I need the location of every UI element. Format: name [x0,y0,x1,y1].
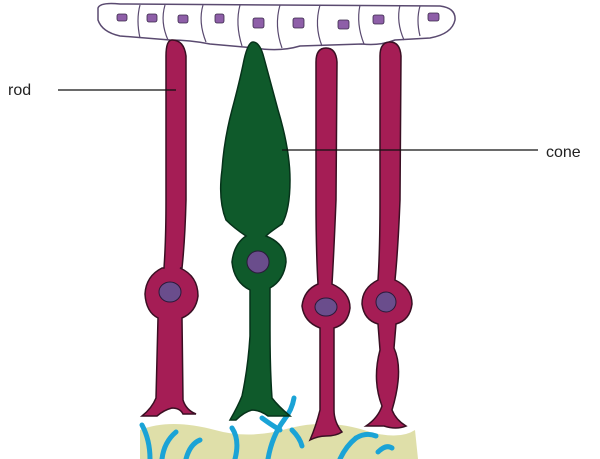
cone-cell [221,42,290,420]
rod-nucleus [315,298,337,316]
epithelium-nucleus [338,20,349,29]
cone-outer-segment [221,42,290,420]
rod-cell-1 [142,40,198,416]
pigment-epithelium [98,4,455,50]
rod-nucleus [376,292,396,312]
rod-outer-segment [302,48,350,440]
epithelium-nucleus [293,18,304,28]
epithelium-nucleus [373,15,384,24]
epithelium-nucleus [117,14,127,21]
rod-outer-segment [142,40,198,416]
rod-label: rod [8,82,31,99]
epithelium-nucleus [178,15,188,23]
cone-label: cone [546,144,581,161]
epithelium-nucleus [147,14,157,22]
epithelium-outline [98,4,455,50]
epithelium-nucleus [253,18,264,28]
epithelium-nucleus [215,14,224,23]
rod-nucleus [159,282,181,302]
dendrite-branch [262,418,280,430]
rod-cell-2 [302,48,350,440]
cone-nucleus [247,251,269,273]
rod-outer-segment [362,42,412,428]
rod-cell-3 [362,42,412,428]
epithelium-nucleus [428,13,439,21]
